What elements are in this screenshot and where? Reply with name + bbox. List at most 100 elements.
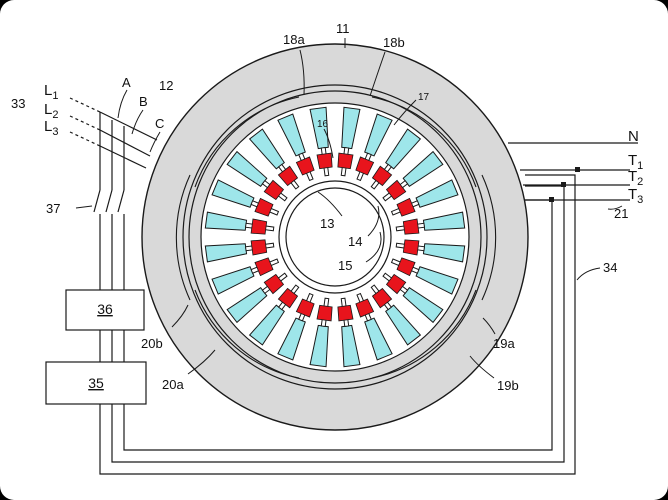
label-l3-sub: 3 — [52, 126, 58, 138]
label-b: B — [139, 94, 148, 109]
box-35-rect — [45, 361, 147, 405]
conductor-b — [99, 129, 151, 157]
rotor-bar — [316, 152, 333, 170]
arc-right-outer — [481, 174, 497, 301]
rotor-bar — [385, 273, 407, 295]
label-19b: 19b — [497, 378, 519, 393]
leader-17 — [393, 99, 417, 126]
outer-ring-b — [188, 90, 482, 384]
label-l3-main: L — [44, 118, 52, 135]
junction-t3 — [549, 197, 554, 202]
switch-37-arm-3 — [117, 189, 125, 213]
rotor-bar — [396, 197, 416, 217]
label-11: 11 — [336, 21, 350, 36]
label-t3-sub: 3 — [637, 194, 643, 206]
leader-18a — [299, 49, 305, 96]
rotor-bar — [295, 298, 315, 318]
leader-13 — [317, 191, 343, 217]
label-n: N — [628, 128, 639, 145]
leader-b — [131, 109, 144, 135]
rotor-bar — [263, 179, 285, 201]
supply-l1-dashed — [69, 97, 101, 113]
bottom-loop-outer — [99, 174, 576, 475]
rotor-bar — [371, 287, 393, 309]
winding-arcs — [175, 96, 497, 379]
label-33: 33 — [11, 96, 25, 111]
label-l2: L2 — [44, 101, 58, 121]
leader-20a — [187, 349, 216, 375]
rotor-bar — [295, 156, 315, 176]
conductor-a — [99, 111, 158, 141]
label-t2-sub: 2 — [637, 176, 643, 188]
rotor-bar — [402, 239, 420, 256]
rotor-bar — [254, 197, 274, 217]
switch-37-arm-2 — [105, 189, 113, 213]
label-12: 12 — [159, 78, 173, 93]
label-34: 34 — [603, 260, 617, 275]
rotor-bar — [337, 304, 354, 322]
label-37: 37 — [46, 201, 60, 216]
label-l3: L3 — [44, 118, 58, 138]
outer-ring-a — [182, 84, 488, 390]
label-l1-sub: 1 — [52, 90, 58, 102]
label-15: 15 — [338, 258, 352, 273]
junction-t2 — [561, 182, 566, 187]
rotor-bar — [402, 218, 420, 235]
junction-dots — [549, 167, 580, 202]
rotor-ring-inner — [285, 187, 385, 287]
wiring — [69, 97, 638, 475]
label-l2-sub: 2 — [52, 109, 58, 121]
label-14: 14 — [348, 234, 362, 249]
label-t3: T3 — [628, 186, 643, 206]
label-18b: 18b — [383, 35, 405, 50]
leader-18b — [369, 51, 386, 97]
rotor-rings — [278, 180, 392, 294]
rotor-bar — [396, 257, 416, 277]
label-t1-main: T — [628, 152, 637, 169]
leader-15 — [365, 231, 382, 263]
label-16: 16 — [317, 119, 329, 130]
box-36-label: 36 — [97, 301, 113, 317]
bottom-loop-middle — [111, 185, 565, 463]
leader-34 — [576, 267, 601, 281]
rotor-bar — [355, 156, 375, 176]
label-13: 13 — [320, 216, 334, 231]
junction-t1 — [575, 167, 580, 172]
leader-lines — [75, 38, 623, 379]
rotor-bar — [263, 273, 285, 295]
arc-bottom-left — [194, 289, 300, 379]
supply-l3-dashed — [69, 131, 101, 147]
label-l1-main: L — [44, 82, 52, 99]
leader-19b — [469, 355, 495, 379]
leader-c — [149, 131, 161, 153]
rotor-bar — [316, 304, 333, 322]
label-l1: L1 — [44, 82, 58, 102]
label-t1-sub: 1 — [637, 160, 643, 172]
stator-slots — [204, 106, 466, 368]
leader-37 — [75, 205, 93, 209]
rotor-bar — [371, 165, 393, 187]
switch-37-arm-1 — [93, 189, 101, 213]
box-36: 36 — [65, 289, 145, 331]
arc-bottom-right — [371, 289, 477, 379]
label-a: A — [122, 75, 131, 90]
box-35-label: 35 — [88, 375, 104, 391]
label-t2: T2 — [628, 168, 643, 188]
leader-21 — [607, 205, 623, 210]
rotor-bar — [250, 239, 268, 256]
supply-l2-dashed — [69, 115, 101, 131]
labels: 11 12 33 13 14 15 16 17 18a 18b 19a 19b … — [11, 21, 643, 393]
arc-left-outer — [175, 174, 191, 301]
rotor-bar — [277, 165, 299, 187]
label-20b: 20b — [141, 336, 163, 351]
label-c: C — [155, 116, 164, 131]
box-35: 35 — [45, 361, 147, 405]
rotor-bar — [337, 152, 354, 170]
conductor-c — [99, 145, 147, 169]
label-t3-main: T — [628, 186, 637, 203]
label-18a: 18a — [283, 32, 305, 47]
label-19a: 19a — [493, 336, 515, 351]
label-21: 21 — [614, 206, 628, 221]
